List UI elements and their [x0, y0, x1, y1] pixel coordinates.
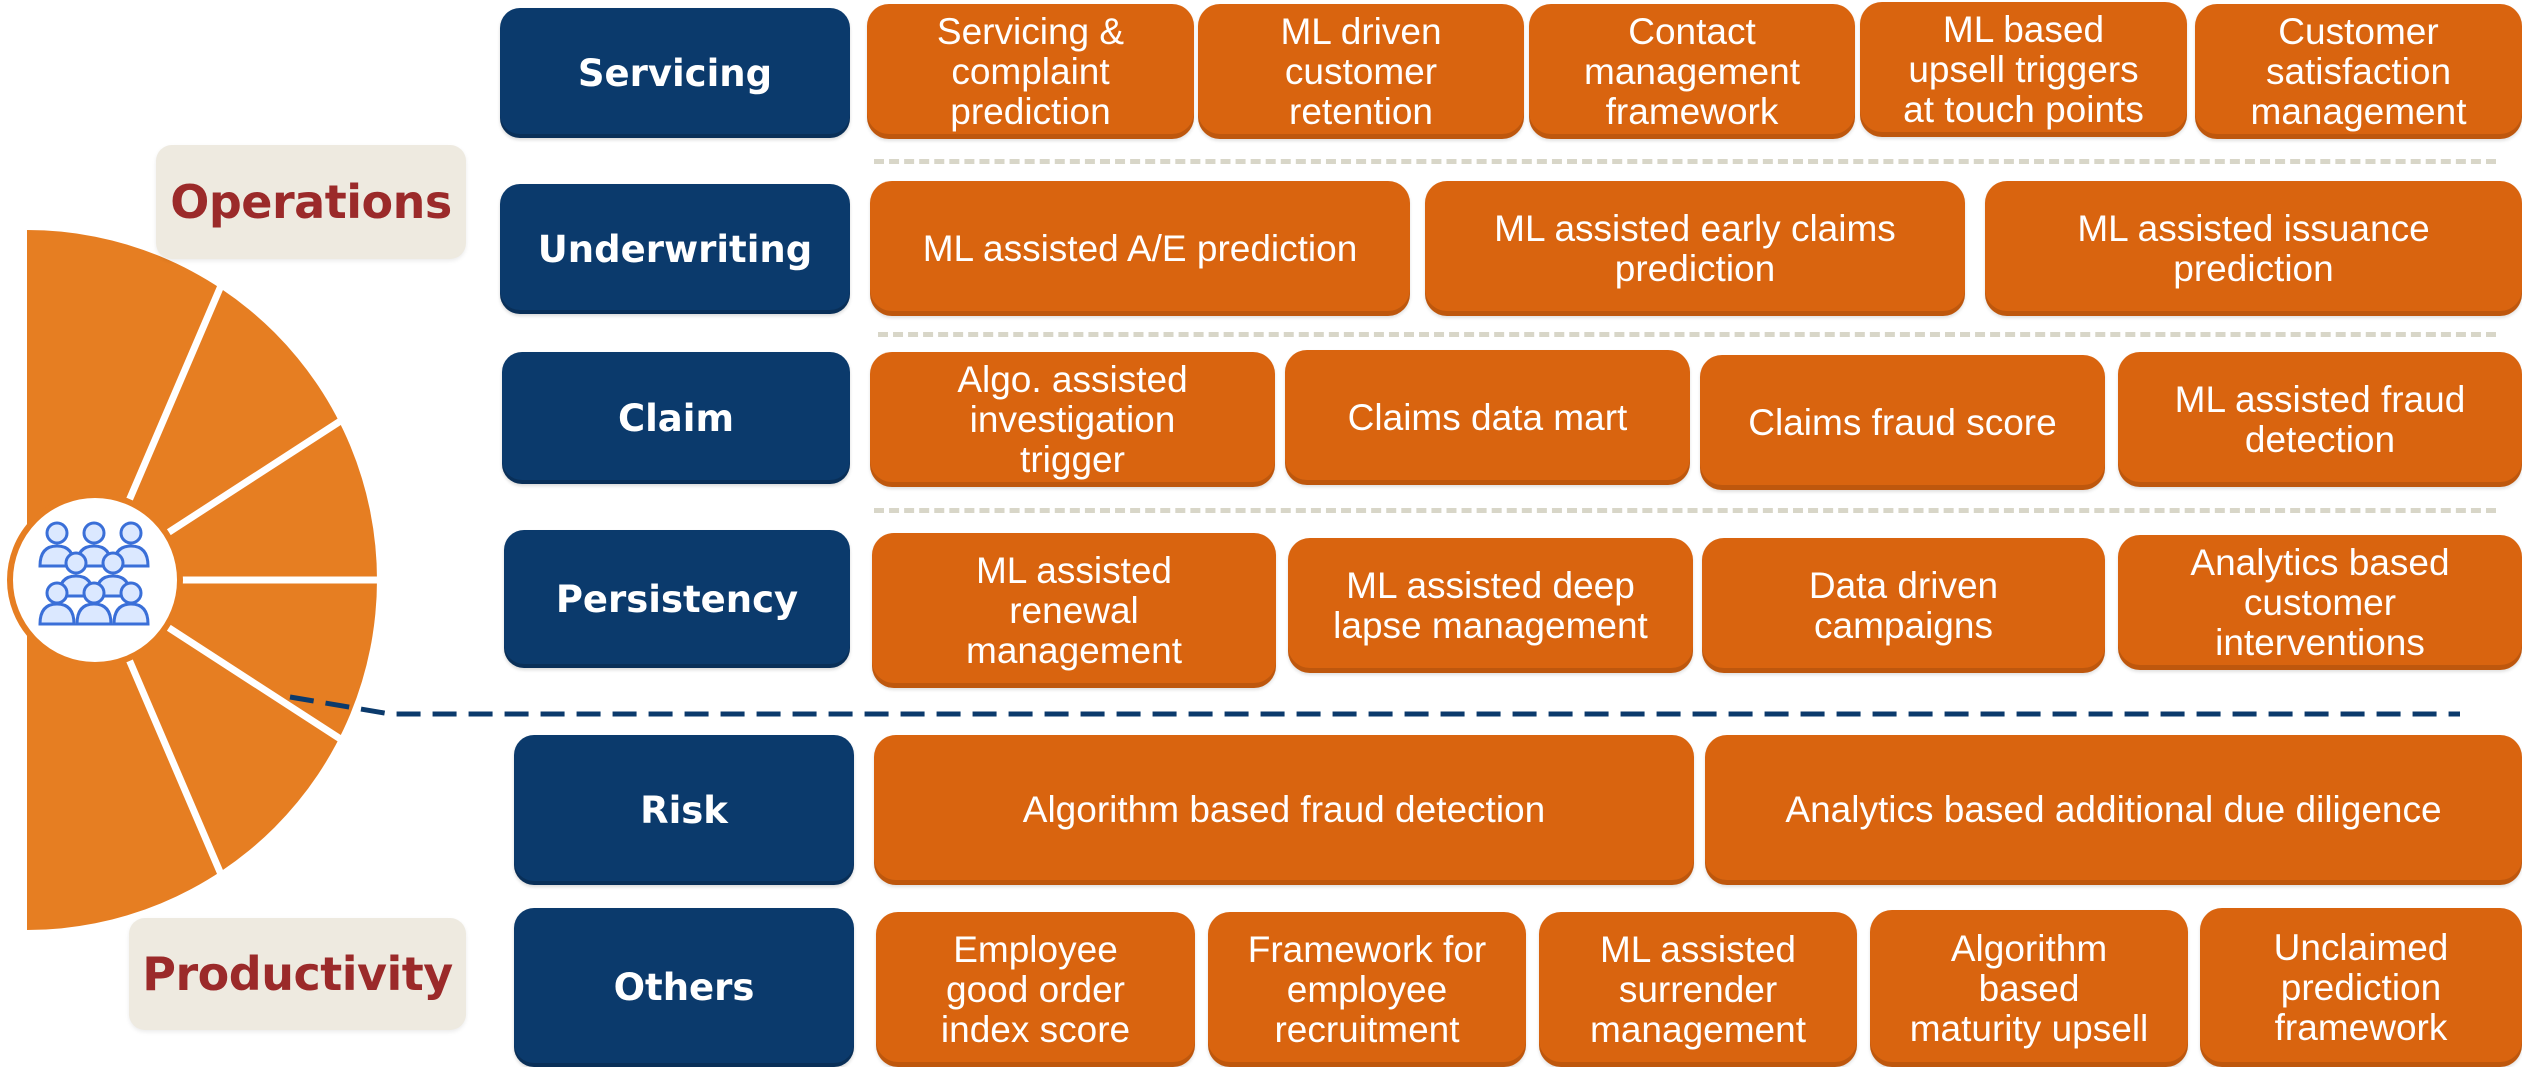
initiative-box: ML assisted surrender management: [1539, 912, 1857, 1067]
initiative-box: Claims fraud score: [1700, 355, 2105, 490]
initiative-box: ML assisted early claims prediction: [1425, 181, 1965, 316]
initiative-box: ML assisted A/E prediction: [870, 181, 1410, 316]
operations-label: Operations: [156, 145, 466, 259]
row-separator: [874, 508, 2496, 513]
initiative-box: ML driven customer retention: [1198, 4, 1524, 139]
people-group-icon: [38, 521, 150, 626]
category-risk: Risk: [514, 735, 854, 885]
initiative-box: Algorithm based maturity upsell: [1870, 910, 2188, 1067]
initiative-box: ML based upsell triggers at touch points: [1860, 2, 2187, 137]
initiative-box: ML assisted renewal management: [872, 533, 1276, 688]
initiative-box: Algo. assisted investigation trigger: [870, 352, 1275, 487]
initiative-box: ML assisted deep lapse management: [1288, 538, 1693, 673]
initiative-box: Contact management framework: [1529, 4, 1855, 139]
initiative-box: Servicing & complaint prediction: [867, 4, 1194, 139]
category-persistency: Persistency: [504, 530, 850, 668]
initiative-box: Claims data mart: [1285, 350, 1690, 485]
row-separator: [874, 159, 2496, 164]
initiative-box: ML assisted fraud detection: [2118, 352, 2522, 487]
initiative-box: Framework for employee recruitment: [1208, 912, 1526, 1067]
category-others: Others: [514, 908, 854, 1067]
initiative-box: Customer satisfaction management: [2195, 4, 2522, 139]
initiative-box: Analytics based additional due diligence: [1705, 735, 2522, 885]
initiative-box: Data driven campaigns: [1702, 538, 2105, 673]
productivity-label: Productivity: [129, 918, 466, 1030]
initiative-box: Analytics based customer interventions: [2118, 535, 2522, 670]
row-separator: [878, 332, 2496, 337]
initiative-box: Unclaimed prediction framework: [2200, 908, 2522, 1067]
category-underwriting: Underwriting: [500, 184, 850, 314]
category-servicing: Servicing: [500, 8, 850, 138]
initiative-box: ML assisted issuance prediction: [1985, 181, 2522, 316]
initiative-box: Algorithm based fraud detection: [874, 735, 1694, 885]
category-claim: Claim: [502, 352, 850, 484]
initiative-box: Employee good order index score: [876, 912, 1195, 1067]
